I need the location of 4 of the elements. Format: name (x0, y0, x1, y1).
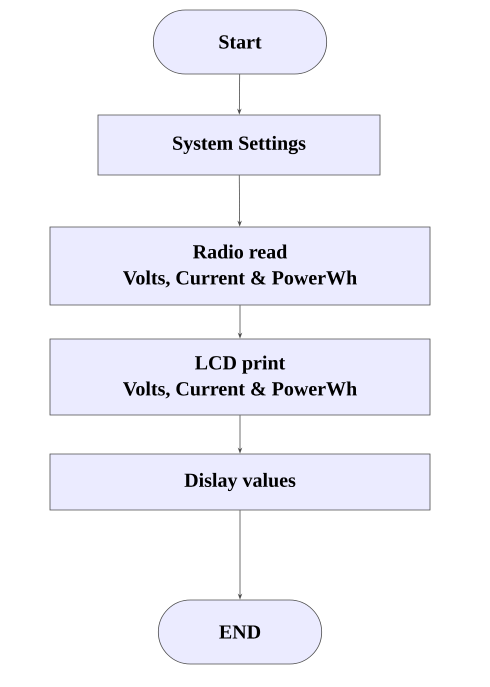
process-box: System Settings (98, 114, 380, 176)
process-box: LCD print Volts, Current & PowerWh (50, 338, 430, 416)
process-box: Dislay values (50, 454, 430, 510)
process-box: Radio read Volts, Current & PowerWh (50, 226, 430, 306)
